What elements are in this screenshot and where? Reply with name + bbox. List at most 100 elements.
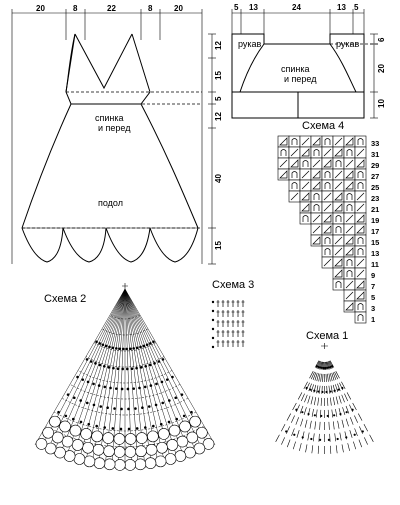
stitch-dot	[329, 390, 332, 393]
scallop-motif	[102, 432, 115, 444]
arch-symbol-icon	[324, 138, 331, 145]
stitch-mark	[311, 408, 314, 417]
stitch-mark	[286, 413, 291, 421]
slash-symbol-icon	[345, 291, 354, 300]
stitch-mark	[345, 418, 349, 427]
stitch-dot	[322, 366, 325, 370]
stitch-mark	[338, 395, 342, 404]
scallop-motif	[80, 428, 92, 440]
stitch-mark	[314, 421, 317, 430]
stitch-dot	[95, 424, 98, 428]
stitch-mark	[335, 408, 338, 417]
scallop-motif	[93, 457, 106, 469]
stitch-dot	[149, 342, 152, 345]
scheme-4-row: 27	[371, 172, 379, 181]
scheme-4-cell	[354, 234, 367, 247]
stitch-dot	[92, 382, 95, 386]
stitch-dot	[313, 389, 316, 392]
fan-arc	[45, 425, 205, 448]
sleeve-label-left: рукав	[238, 39, 262, 49]
slash-symbol-icon	[345, 159, 354, 168]
stitch-dot	[99, 405, 103, 408]
stitch-dot	[190, 410, 193, 414]
arch-symbol-icon	[346, 259, 353, 266]
stitch-dot	[85, 358, 89, 361]
scheme-1-stitches	[275, 360, 374, 454]
slash-symbol-icon	[323, 203, 332, 212]
stitch-mark	[286, 439, 291, 448]
fan-arc	[53, 411, 197, 432]
stitch-mark	[295, 417, 299, 425]
scheme-4-title: Схема 4	[302, 120, 344, 132]
stitch-dot	[126, 387, 130, 391]
scheme-4-cell	[310, 201, 323, 214]
stitch-dot	[143, 426, 147, 429]
stitch-mark	[297, 392, 303, 400]
slash-symbol-icon	[279, 159, 288, 168]
slash-symbol-icon	[290, 148, 299, 157]
triangle-symbol-icon	[356, 291, 365, 300]
stitch-dot	[325, 390, 328, 394]
stitch-dot	[293, 433, 296, 436]
stitch-dot	[182, 414, 186, 418]
stitch-mark	[316, 373, 319, 382]
stitch-mark	[314, 360, 320, 368]
sleeve-schematic: 5 13 24 13 5 6 20 10 рукав рукав спинка …	[231, 3, 386, 119]
stitch-dot	[115, 347, 118, 350]
stitch-dot	[111, 346, 115, 350]
stitch-mark	[296, 430, 300, 438]
stitch-dot	[127, 407, 130, 411]
stitch-mark	[304, 419, 308, 428]
stitch-dot	[87, 422, 91, 426]
stitch-dot	[160, 380, 164, 384]
stitch-mark	[334, 433, 337, 442]
scheme-4-cell	[321, 135, 334, 148]
stitch-dot	[107, 366, 111, 369]
stitch-mark	[332, 421, 335, 430]
triangle-symbol-icon	[312, 170, 321, 179]
stitch-mark	[369, 434, 374, 442]
arch-symbol-icon	[291, 138, 298, 145]
stitch-dot	[171, 375, 174, 379]
stitch-dot	[337, 388, 340, 391]
stitch-dot	[121, 347, 125, 351]
stitch-dot	[81, 378, 85, 381]
dress-schematic: 20 8 22 8 20 12 15 5 12	[11, 4, 223, 265]
stitch-mark	[301, 393, 305, 402]
arch-symbol-icon	[357, 138, 364, 145]
scheme-4-cell	[332, 278, 345, 291]
stitch-dot	[320, 414, 323, 418]
triangle-symbol-icon	[301, 148, 310, 157]
stitch-mark	[363, 424, 368, 432]
slash-symbol-icon	[301, 137, 310, 146]
scallop-motif	[83, 455, 96, 468]
stitch-dot	[152, 424, 155, 428]
stitch-mark	[308, 383, 312, 392]
stitch-dot	[168, 399, 171, 402]
stitch-dot	[165, 378, 169, 381]
stitch-dot	[174, 396, 178, 400]
stitch-mark	[331, 372, 335, 381]
scallop-motif	[202, 438, 215, 450]
scallop-motif	[168, 424, 181, 437]
scallop-motif	[156, 441, 168, 454]
stitch-mark	[353, 441, 357, 450]
sleeve-label-center-2: и перед	[284, 74, 317, 84]
slash-symbol-icon	[345, 280, 354, 289]
stitch-mark	[299, 443, 302, 451]
sleeve-dim-4: 13	[337, 3, 346, 12]
stitch-dot	[211, 345, 215, 349]
scallop-motif	[92, 444, 105, 456]
stitch-mark	[359, 426, 363, 434]
stitch-dot	[310, 437, 313, 441]
scheme-4-cell	[332, 157, 345, 170]
stitch-mark	[344, 393, 348, 402]
stitch-mark	[332, 372, 337, 380]
stitch-mark	[328, 385, 331, 394]
arch-symbol-icon	[335, 160, 342, 167]
stitch-dot	[104, 344, 108, 348]
triangle-symbol-icon	[345, 236, 354, 245]
scheme-4-cell	[354, 179, 367, 192]
stitch-mark	[335, 371, 340, 379]
